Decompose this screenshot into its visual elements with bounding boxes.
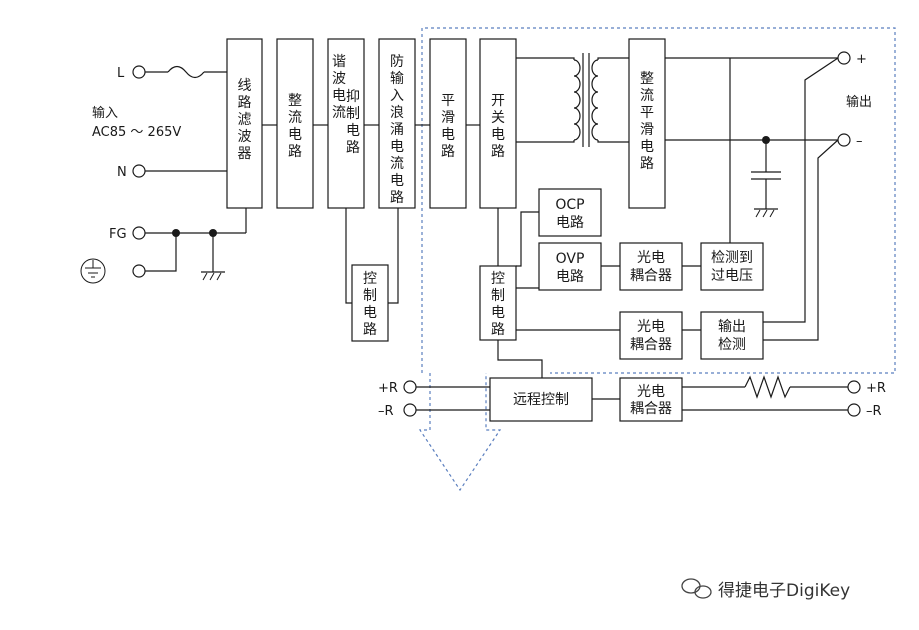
block-control-right: 控制电路 bbox=[479, 265, 517, 341]
opto2-line1: 光电 bbox=[637, 319, 665, 335]
ocp-line2: 电路 bbox=[556, 215, 584, 231]
isolation-boundary bbox=[418, 27, 896, 492]
block-label-blocks-rect_smooth: 整流平滑电路 bbox=[640, 71, 654, 172]
block-rectifier-smoothing: 整流平滑电路 bbox=[628, 38, 666, 209]
label-out-plus: + bbox=[856, 52, 867, 67]
block-harmonic-suppression: 谐波电流 抑制电路 bbox=[327, 38, 365, 209]
block-output-detect: 输出 检测 bbox=[700, 311, 764, 360]
block-label-blocks-harmonic-0: 谐波电流 bbox=[332, 54, 346, 121]
block-control-left: 控制电路 bbox=[351, 264, 389, 342]
block-rectifier: 整流电路 bbox=[276, 38, 314, 209]
label-input-voltage: AC85 ～ 265V bbox=[92, 125, 181, 140]
block-label-blocks-inrush: 防输入浪涌电流电路 bbox=[390, 54, 404, 206]
terminal-out-minus bbox=[837, 133, 851, 147]
block-optocoupler-3: 光电 耦合器 bbox=[619, 377, 683, 422]
ocp-line1: OCP bbox=[555, 197, 584, 213]
block-overvoltage-detect: 检测到 过电压 bbox=[700, 242, 764, 291]
opto1-line1: 光电 bbox=[637, 250, 665, 266]
opto3-line2: 耦合器 bbox=[630, 401, 672, 417]
watermark-text: 得捷电子DigiKey bbox=[718, 581, 850, 601]
block-label-blocks-line_filter: 线路滤波器 bbox=[238, 78, 252, 162]
block-label-blocks-rectifier: 整流电路 bbox=[288, 93, 302, 160]
block-smoothing: 平滑电路 bbox=[429, 38, 467, 209]
terminal-N bbox=[132, 164, 146, 178]
block-label-blocks-control_right: 控制电路 bbox=[491, 271, 505, 338]
block-label-blocks-harmonic-1: 抑制电路 bbox=[346, 89, 360, 156]
terminal-L bbox=[132, 65, 146, 79]
remote-label: 远程控制 bbox=[513, 392, 569, 408]
block-inrush-prevention: 防输入浪涌电流电路 bbox=[378, 38, 416, 209]
opto1-line2: 耦合器 bbox=[630, 268, 672, 284]
outdetect-line2: 检测 bbox=[718, 337, 746, 353]
block-label-blocks-control_left: 控制电路 bbox=[363, 271, 377, 338]
label-out-minus: – bbox=[856, 134, 863, 149]
ovp-line2: 电路 bbox=[556, 269, 584, 285]
terminal-rc-plus-out bbox=[847, 380, 861, 394]
opto3-line1: 光电 bbox=[637, 384, 665, 400]
label-rc-minus-in: –R bbox=[378, 404, 394, 419]
opto2-line2: 耦合器 bbox=[630, 337, 672, 353]
block-optocoupler-2: 光电 耦合器 bbox=[619, 311, 683, 360]
terminal-rc-minus-in bbox=[403, 403, 417, 417]
secondary-output-wiring bbox=[665, 57, 839, 341]
label-output: 输出 bbox=[846, 94, 872, 110]
wechat-icon bbox=[681, 578, 712, 599]
label-input: 输入 bbox=[92, 105, 118, 121]
watermark: 得捷电子DigiKey bbox=[681, 578, 850, 601]
block-ovp: OVP 电路 bbox=[538, 242, 602, 291]
input-wiring bbox=[145, 65, 247, 281]
block-label-blocks-smoothing: 平滑电路 bbox=[441, 93, 455, 160]
label-L: L bbox=[117, 66, 125, 81]
label-rc-plus-out: +R bbox=[866, 381, 886, 396]
label-FG: FG bbox=[109, 227, 127, 242]
terminal-rc-plus-in bbox=[403, 380, 417, 394]
transformer bbox=[516, 53, 629, 147]
ovp-line1: OVP bbox=[556, 251, 585, 267]
outdetect-line1: 输出 bbox=[718, 319, 746, 335]
label-rc-minus-out: –R bbox=[866, 404, 882, 419]
block-line-filter: 线路滤波器 bbox=[226, 38, 263, 209]
terminal-FG bbox=[132, 226, 146, 240]
primary-wiring bbox=[262, 124, 480, 304]
label-rc-plus-in: +R bbox=[378, 381, 398, 396]
terminal-rc-minus-out bbox=[847, 403, 861, 417]
terminal-out-plus bbox=[837, 51, 851, 65]
terminal-earth bbox=[132, 264, 146, 278]
block-optocoupler-1: 光电 耦合器 bbox=[619, 242, 683, 291]
label-N: N bbox=[117, 165, 127, 180]
control-wiring bbox=[416, 208, 848, 411]
block-remote-control: 远程控制 bbox=[489, 377, 593, 422]
ovdetect-line2: 过电压 bbox=[711, 268, 753, 284]
block-label-blocks-switching: 开关电路 bbox=[491, 93, 505, 160]
ovdetect-line1: 检测到 bbox=[711, 250, 753, 266]
earth-ground-icon bbox=[80, 258, 106, 284]
block-switching: 开关电路 bbox=[479, 38, 517, 209]
block-ocp: OCP 电路 bbox=[538, 188, 602, 237]
